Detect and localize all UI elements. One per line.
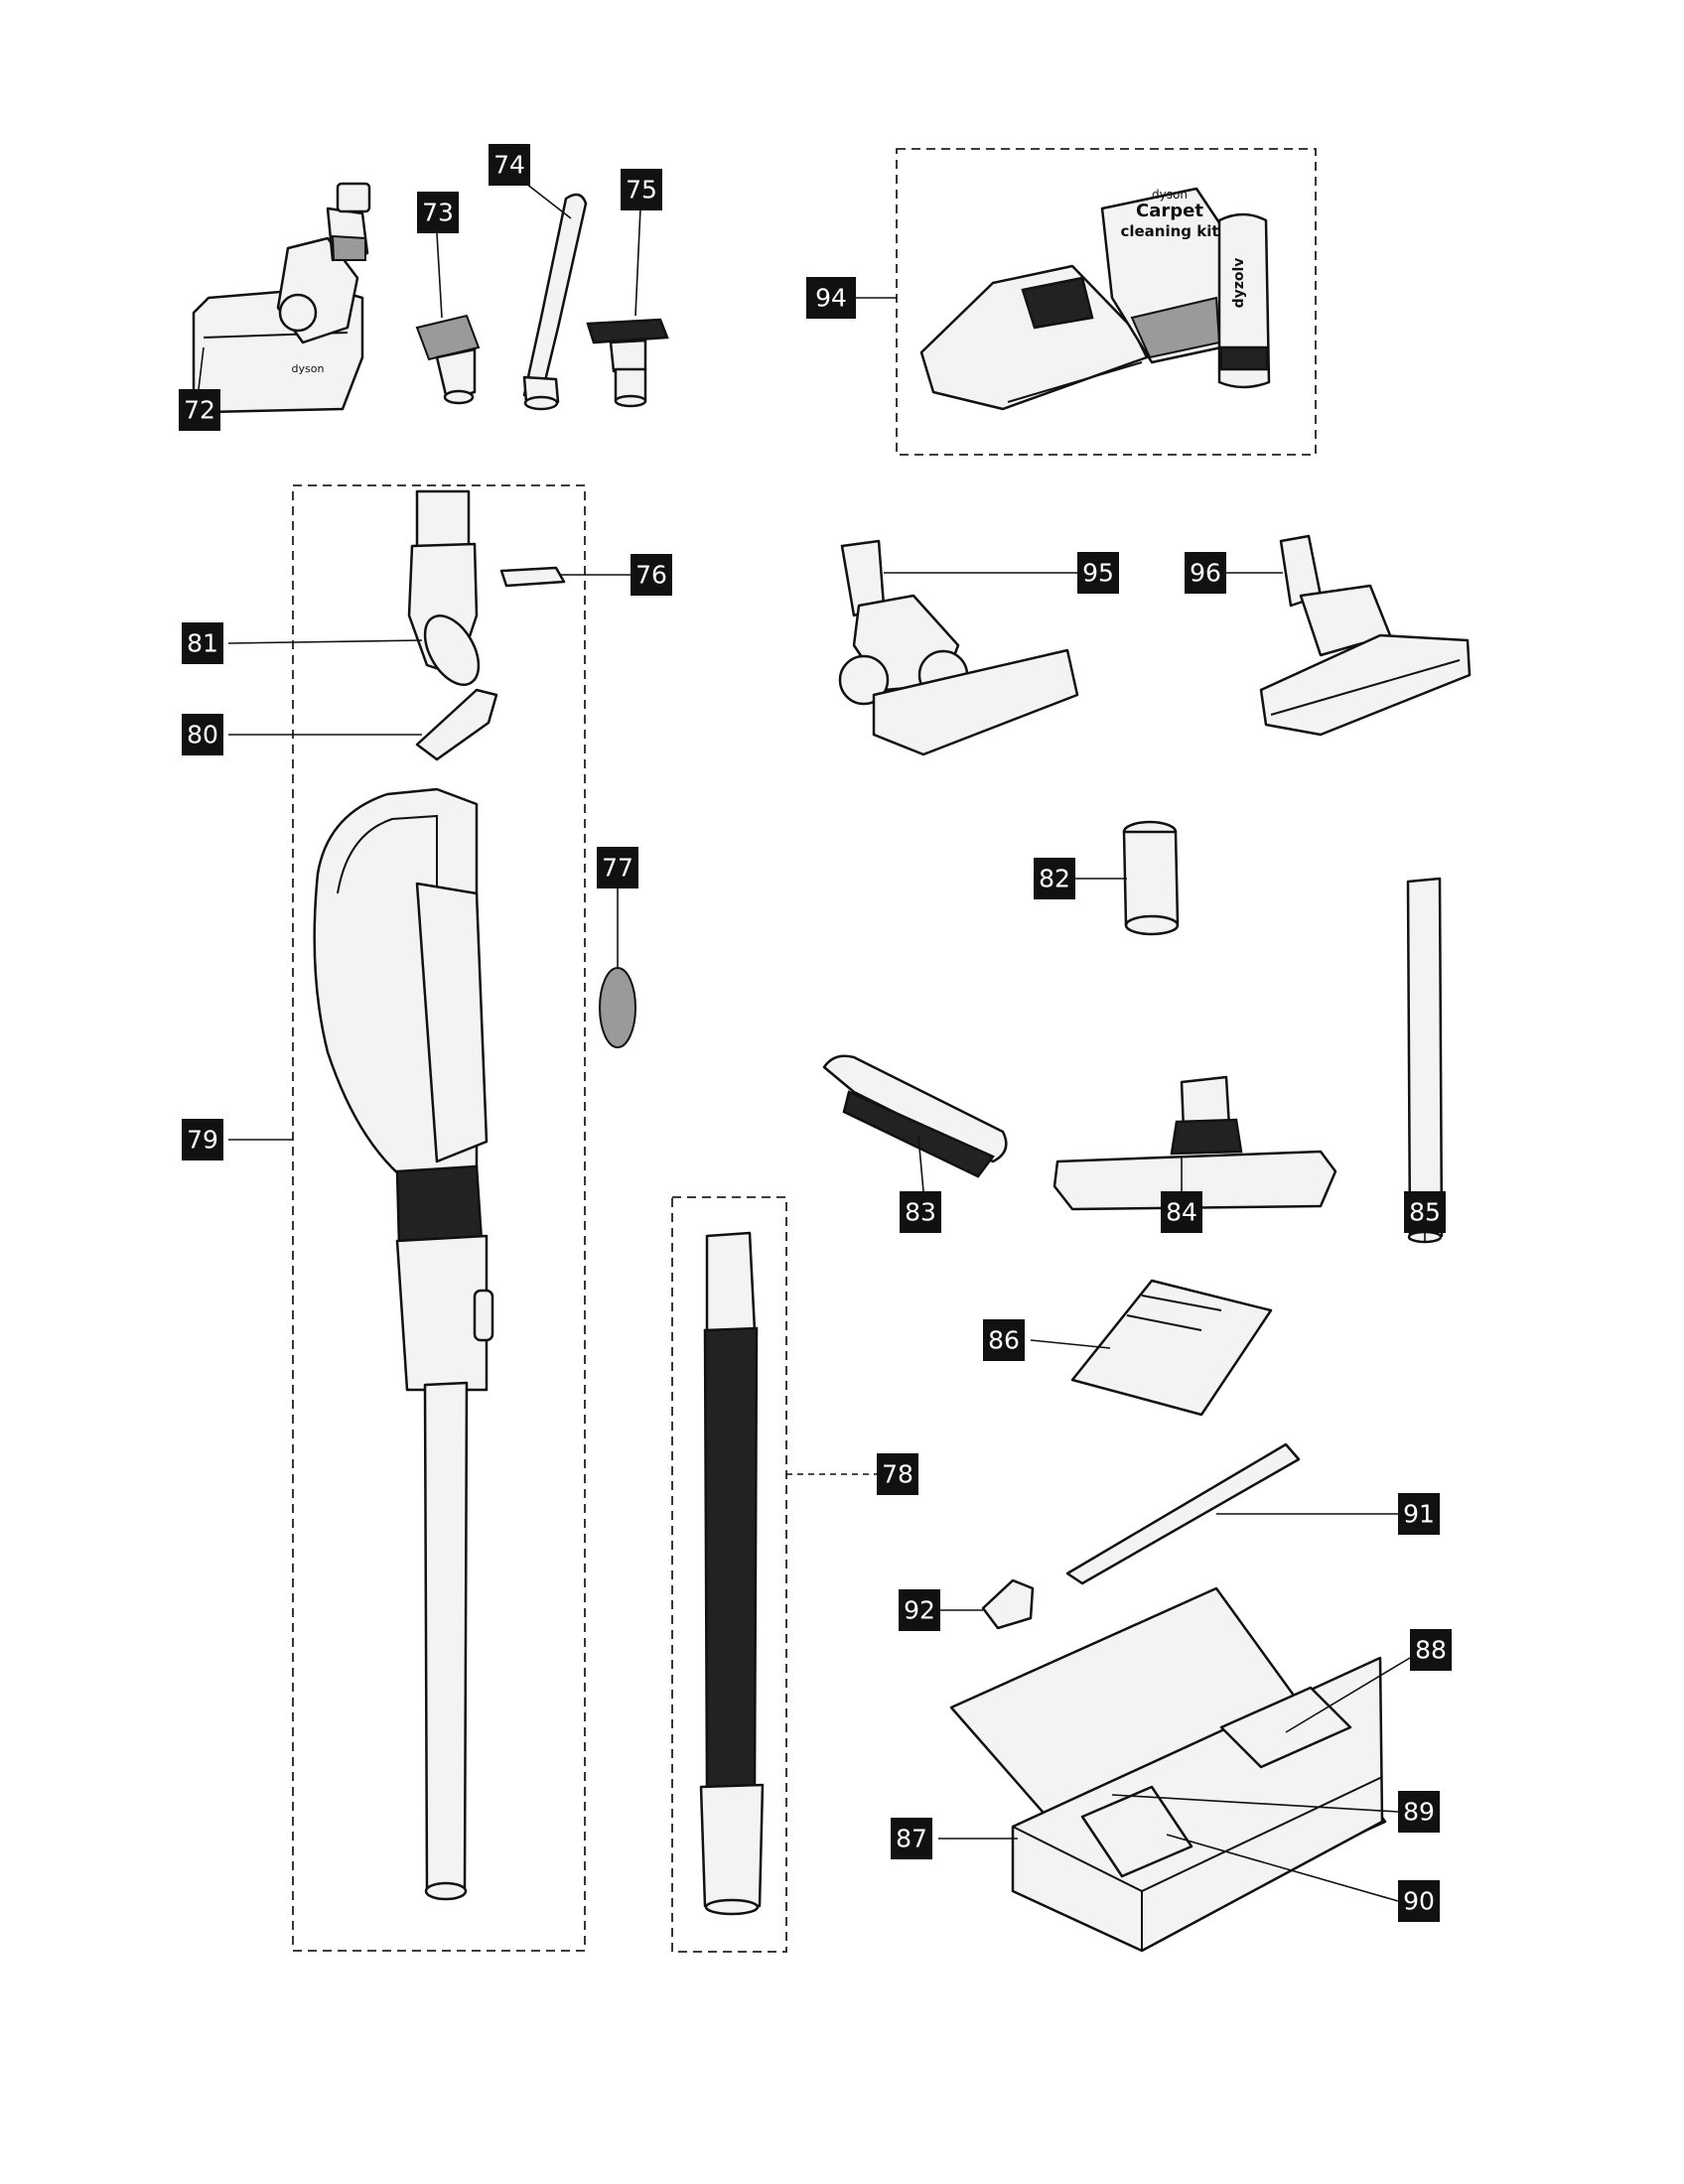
callout-87: 87 [891, 1818, 932, 1859]
callout-84: 84 [1161, 1191, 1202, 1233]
part-92-clip [981, 1578, 1035, 1630]
svg-text:73: 73 [422, 199, 454, 227]
svg-text:86: 86 [988, 1326, 1020, 1355]
brand-text-72: dyson [292, 362, 325, 375]
part-81-wand-release [407, 489, 481, 686]
callout-85: 85 [1404, 1191, 1446, 1233]
part-72-mini-turbine-head: dyson [192, 182, 371, 414]
leader-86 [1030, 1339, 1111, 1349]
callout-94: 94 [806, 277, 856, 319]
leader-81 [227, 639, 423, 644]
callout-95: 95 [1077, 552, 1119, 594]
leader-73 [436, 232, 443, 319]
svg-text:77: 77 [602, 854, 633, 883]
callout-89: 89 [1398, 1791, 1440, 1833]
callout-77: 77 [597, 847, 638, 888]
part-79-wand-handle [313, 787, 494, 1901]
svg-text:92: 92 [904, 1596, 935, 1625]
svg-text:87: 87 [896, 1825, 927, 1853]
leader-72 [198, 346, 205, 390]
callout-76: 76 [631, 554, 672, 596]
part-78-hose [699, 1231, 765, 1916]
part-83-soft-brush [822, 1054, 1008, 1178]
callout-88: 88 [1410, 1629, 1452, 1671]
part-94-carpet-cleaning-kit: dyson Carpet cleaning kit dyzolv [919, 187, 1271, 411]
svg-text:96: 96 [1190, 559, 1221, 588]
callout-72: 72 [179, 389, 220, 431]
callout-90: 90 [1398, 1880, 1440, 1922]
svg-text:85: 85 [1409, 1198, 1441, 1227]
part-95-turbine-head [838, 539, 1079, 756]
svg-text:72: 72 [184, 396, 215, 425]
callout-91: 91 [1398, 1493, 1440, 1535]
callout-92: 92 [899, 1589, 940, 1631]
part-91-strip [1065, 1442, 1301, 1585]
svg-text:88: 88 [1415, 1636, 1447, 1665]
callout-78: 78 [877, 1453, 918, 1495]
callout-79: 79 [182, 1119, 223, 1160]
callout-80: 80 [182, 714, 223, 755]
svg-text:80: 80 [187, 721, 218, 750]
leader-74 [525, 183, 572, 219]
svg-text:75: 75 [626, 176, 657, 205]
part-73-stubborn-dirt-brush [415, 314, 481, 405]
callout-75: 75 [621, 169, 662, 210]
callout-81: 81 [182, 622, 223, 664]
svg-text:91: 91 [1403, 1500, 1435, 1529]
svg-text:78: 78 [882, 1460, 913, 1489]
kit-title-text-2: cleaning kit [1120, 222, 1218, 240]
part-86-manual [1070, 1279, 1273, 1417]
kit-title-text-1: Carpet [1136, 201, 1203, 221]
svg-text:83: 83 [905, 1198, 936, 1227]
group-box-94 [896, 148, 1317, 456]
leader-89 [1111, 1794, 1399, 1813]
part-75-dusting-brush [586, 318, 669, 408]
part-74-crevice-tool [522, 193, 588, 411]
svg-text:84: 84 [1166, 1198, 1197, 1227]
callout-73: 73 [417, 192, 459, 233]
part-85-extension-wand [1406, 877, 1444, 1244]
group-box-78 [671, 1196, 787, 1953]
leader-75 [634, 207, 641, 317]
can-brand-text: dyzolv [1231, 258, 1247, 309]
callout-74: 74 [489, 144, 530, 186]
svg-text:81: 81 [187, 629, 218, 658]
svg-text:89: 89 [1403, 1798, 1435, 1827]
svg-text:76: 76 [635, 561, 667, 590]
part-84-wide-nozzle [1052, 1075, 1337, 1211]
svg-text:74: 74 [493, 151, 525, 180]
part-82-adaptor [1122, 820, 1180, 936]
callout-96: 96 [1185, 552, 1226, 594]
leader-90 [1166, 1834, 1399, 1902]
part-76-clip [499, 566, 566, 588]
part-77-filter [599, 967, 636, 1048]
leader-88 [1285, 1657, 1411, 1733]
part-87-storage-box [949, 1586, 1387, 1953]
svg-text:90: 90 [1403, 1887, 1435, 1916]
callout-83: 83 [900, 1191, 941, 1233]
leader-83 [917, 1136, 924, 1192]
svg-text:82: 82 [1039, 865, 1070, 893]
kit-brand-text: dyson [1152, 188, 1188, 202]
svg-text:94: 94 [815, 284, 847, 313]
callout-86: 86 [983, 1319, 1025, 1361]
part-80-catch [415, 688, 498, 761]
part-96-floor-tool [1259, 534, 1472, 737]
callout-82: 82 [1034, 858, 1075, 899]
svg-text:79: 79 [187, 1126, 218, 1155]
svg-text:95: 95 [1082, 559, 1114, 588]
